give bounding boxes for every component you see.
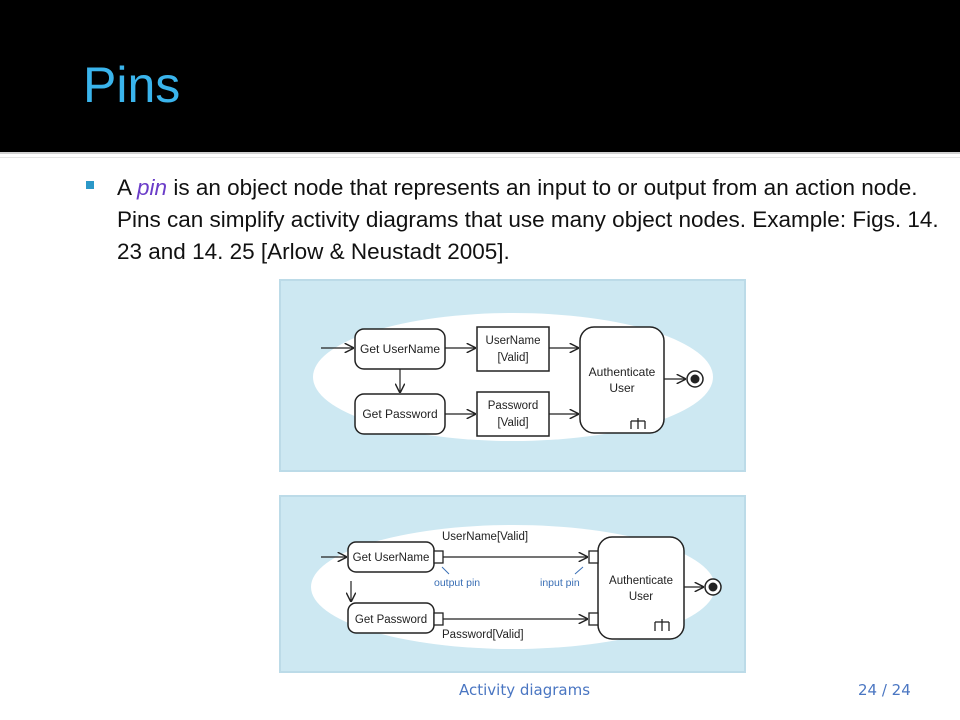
input-pin-username bbox=[588, 550, 599, 564]
activity-final-node-icon bbox=[704, 578, 722, 596]
bullet-term-pin: pin bbox=[137, 175, 168, 200]
object-password-state: [Valid] bbox=[497, 417, 528, 429]
object-username-state: [Valid] bbox=[497, 352, 528, 364]
output-pin-username bbox=[433, 550, 444, 564]
title-bar: Pins bbox=[0, 0, 960, 152]
action-get-username-label: Get UserName bbox=[353, 552, 430, 564]
object-node-diagram: Get UserName Get Password UserName [Vali… bbox=[313, 313, 713, 441]
input-pin-password bbox=[588, 612, 599, 626]
object-username-label: UserName bbox=[486, 335, 541, 347]
rake-icon bbox=[630, 418, 646, 429]
object-username-valid bbox=[476, 326, 550, 372]
figure-object-nodes: Get UserName Get Password UserName [Vali… bbox=[279, 279, 746, 472]
object-password-valid bbox=[476, 391, 550, 437]
callout-line bbox=[574, 566, 584, 575]
callout-line bbox=[441, 566, 450, 575]
pin-diagram: Get UserName Get Password UserName[Valid… bbox=[311, 525, 722, 649]
object-password-label: Password bbox=[488, 400, 539, 412]
action-authenticate-user bbox=[579, 326, 665, 434]
slide-title: Pins bbox=[83, 57, 181, 113]
bullet-text-post: is an object node that represents an inp… bbox=[117, 175, 939, 264]
action-authenticate-label-2: User bbox=[609, 381, 634, 395]
action-authenticate-label-2: User bbox=[629, 591, 653, 603]
footer-page-number: 24 / 24 bbox=[858, 681, 911, 699]
action-get-password-label: Get Password bbox=[362, 407, 437, 421]
bullet-square-icon bbox=[86, 181, 94, 189]
action-authenticate-label: Authenticate bbox=[589, 365, 656, 379]
divider-line bbox=[0, 152, 960, 154]
bullet-text-pre: A bbox=[117, 175, 138, 200]
pin-label-username: UserName[Valid] bbox=[442, 531, 528, 543]
bullet-text: A pin is an object node that represents … bbox=[117, 172, 947, 268]
output-pin-password bbox=[433, 612, 444, 626]
figure-pins: Get UserName Get Password UserName[Valid… bbox=[279, 495, 746, 673]
action-authenticate-user bbox=[597, 536, 685, 640]
footer-section-title: Activity diagrams bbox=[459, 681, 591, 699]
output-pin-callout: output pin bbox=[434, 577, 480, 589]
action-get-username-label: Get UserName bbox=[360, 342, 440, 356]
rake-icon bbox=[654, 619, 670, 631]
pin-label-password: Password[Valid] bbox=[442, 629, 524, 641]
action-get-password-label: Get Password bbox=[355, 614, 427, 626]
activity-final-node-icon bbox=[686, 370, 704, 388]
action-authenticate-label: Authenticate bbox=[609, 575, 673, 587]
divider-line-thin bbox=[0, 157, 960, 158]
input-pin-callout: input pin bbox=[540, 577, 580, 589]
